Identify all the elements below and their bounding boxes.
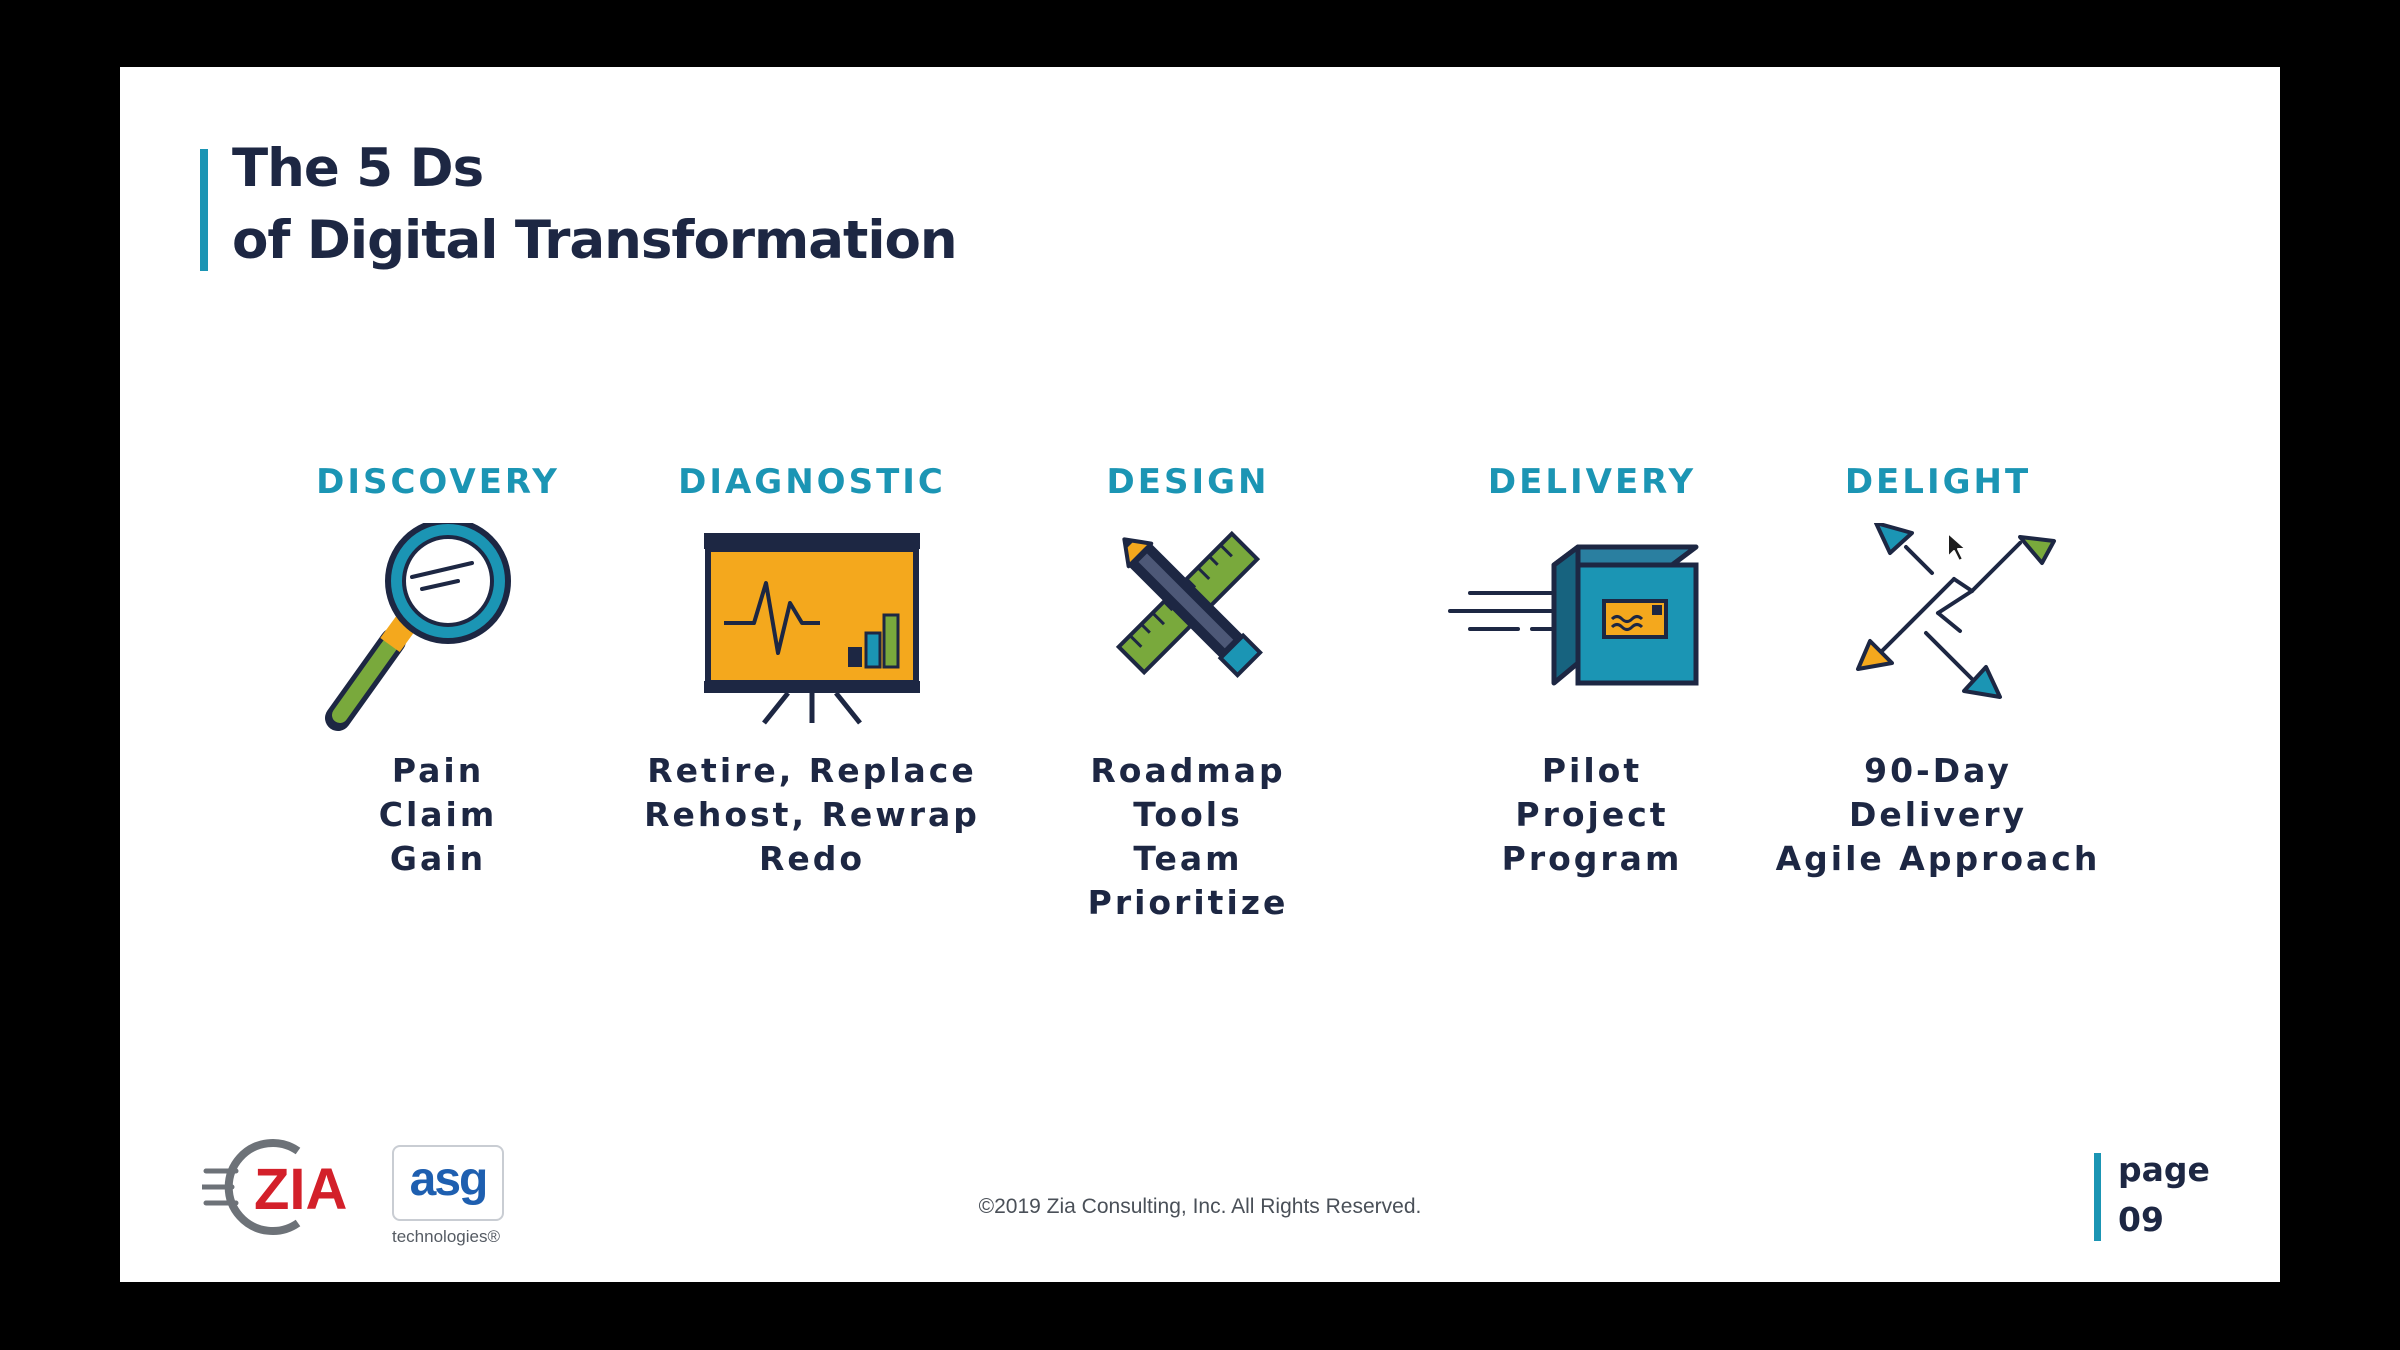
stage-lines: Roadmap Tools Team Prioritize [978, 749, 1398, 925]
stage-lines: Pilot Project Program [1382, 749, 1802, 881]
stage-line: Pilot [1541, 751, 1643, 790]
stage-line: Retire, Replace [647, 751, 977, 790]
slide-title-line-1: The 5 Ds [232, 138, 484, 199]
stage-heading: DESIGN [1106, 462, 1270, 502]
page-number: 09 [2118, 1200, 2164, 1239]
stage-line: Delivery [1848, 795, 2028, 834]
pencil-ruler-icon [1115, 530, 1263, 678]
stage-line: Tools [1133, 795, 1243, 834]
asg-logo-text: asg [409, 1153, 489, 1206]
stage-lines: Pain Claim Gain [228, 749, 648, 881]
stage-line: 90-Day [1864, 751, 2012, 790]
stage-line: Pain [391, 751, 485, 790]
title-accent-bar [200, 149, 208, 271]
mouse-pointer-icon [1947, 532, 1967, 562]
stage-line: Redo [758, 839, 866, 878]
stage-heading: DELIGHT [1844, 462, 2032, 502]
stage-discovery: DISCOVERY Pain Claim Gain [228, 457, 648, 881]
zia-logo-text: ZIA [254, 1157, 347, 1222]
asg-logo-box: asg [392, 1145, 504, 1221]
slide-title-line-2: of Digital Transformation [232, 210, 958, 271]
stage-line: Prioritize [1087, 883, 1289, 922]
stage-line: Program [1501, 839, 1683, 878]
page-label: page [2118, 1150, 2210, 1189]
magnifying-glass-icon [325, 523, 511, 731]
stage-line: Team [1133, 839, 1243, 878]
stage-line: Gain [389, 839, 487, 878]
stage-design: DESIGN Roadmap Tool [978, 457, 1398, 925]
stage-line: Agile Approach [1775, 839, 2101, 878]
page-accent-bar [2094, 1153, 2101, 1241]
stage-diagnostic: DIAGNOSTIC Retire, Replace Rehost, Rewra… [602, 457, 1022, 881]
stage-line: Roadmap [1090, 751, 1286, 790]
copyright-notice: ©2019 Zia Consulting, Inc. All Rights Re… [978, 1195, 1422, 1218]
stage-delivery: DELIVERY Pilot Project Program [1382, 457, 1802, 881]
shipping-box-icon [1448, 544, 1699, 686]
stage-line: Claim [378, 795, 498, 834]
expand-arrows-icon [1856, 523, 2056, 699]
slide: The 5 Ds of Digital Transformation DISCO… [120, 67, 2280, 1282]
asg-logo: asg technologies® [392, 1145, 512, 1270]
stage-delight: DELIGHT 90-Day Delivery Agile Approach [1728, 457, 2148, 881]
stage-line: Rehost, Rewrap [644, 795, 980, 834]
slide-title: The 5 Ds of Digital Transformation [232, 133, 958, 277]
stage-heading: DISCOVERY [316, 462, 560, 502]
presentation-board-icon [704, 533, 920, 725]
page-indicator: page 09 [2118, 1145, 2210, 1245]
stage-lines: Retire, Replace Rehost, Rewrap Redo [602, 749, 1022, 881]
zia-logo: ZIA [202, 1139, 347, 1235]
asg-logo-subtext: technologies® [392, 1227, 500, 1246]
stage-lines: 90-Day Delivery Agile Approach [1728, 749, 2148, 881]
stage-heading: DELIVERY [1487, 462, 1697, 502]
stage-heading: DIAGNOSTIC [678, 462, 946, 502]
stage-line: Project [1515, 795, 1669, 834]
